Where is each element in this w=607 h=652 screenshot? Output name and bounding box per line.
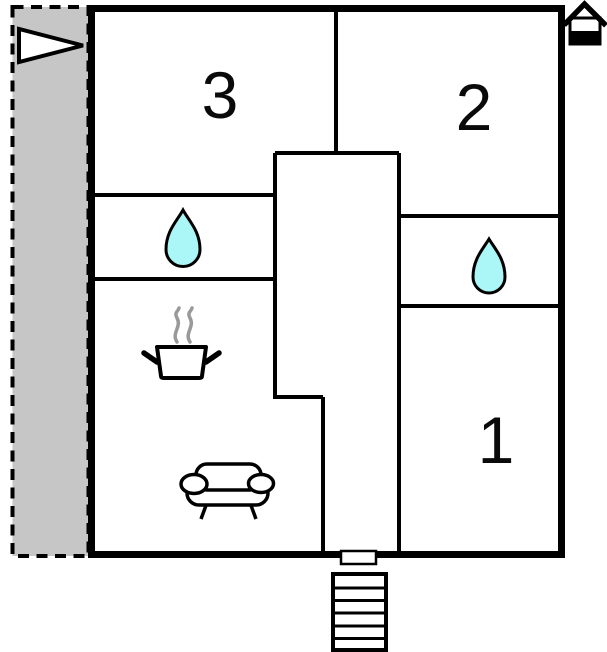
cooking-pot-icon	[141, 306, 222, 380]
stair-treads	[334, 586, 385, 640]
terrace-fill	[10, 5, 91, 558]
house-lower-floor-highlight	[570, 31, 600, 44]
steam-line-2	[186, 306, 194, 344]
sofa-armrest-right	[246, 472, 276, 495]
sofa-armrest-left	[179, 472, 209, 496]
interior-walls	[91, 8, 559, 554]
stairs	[331, 572, 388, 652]
water-drop-icon-right	[471, 236, 507, 295]
house-roof	[562, 0, 607, 28]
water-drop-icon-left	[164, 206, 202, 268]
entrance-door	[339, 549, 378, 566]
room-2-label: 2	[456, 70, 493, 144]
steam-line-1	[173, 306, 181, 344]
room-3-label: 3	[202, 58, 239, 132]
sofa-icon	[179, 462, 276, 520]
pot-body	[155, 345, 208, 380]
room-1-label: 1	[478, 403, 515, 477]
terrace-area	[10, 5, 91, 558]
pot-handle-right	[203, 350, 222, 365]
floor-level-icon	[562, 0, 607, 46]
pot-handle-left	[141, 350, 160, 365]
direction-arrow-icon	[17, 26, 84, 65]
